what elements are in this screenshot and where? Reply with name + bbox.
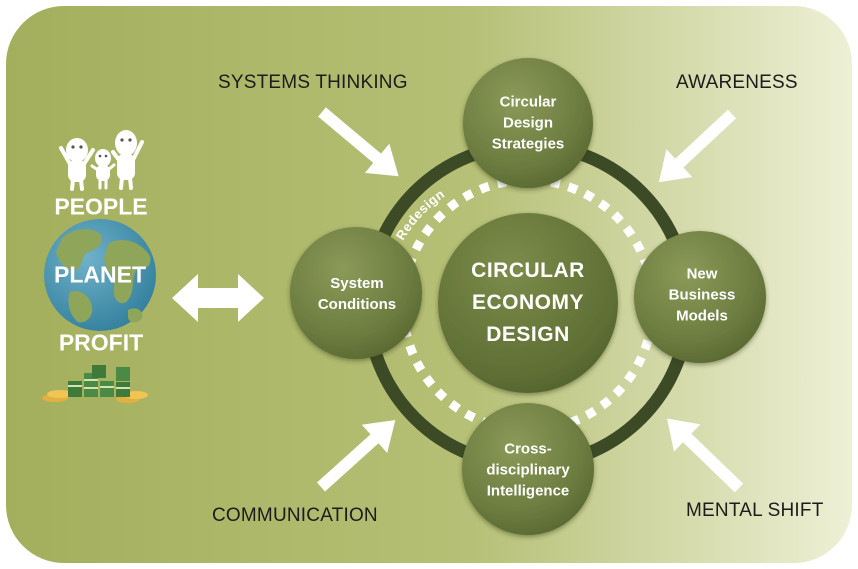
label-awareness: AWARENESS — [676, 72, 798, 93]
node-bottom-line-1: Cross- — [504, 440, 552, 458]
center-title-line-3: DESIGN — [486, 323, 570, 346]
node-top-text: Circular Design Strategies — [492, 92, 565, 155]
node-bottom-line-2: disciplinary — [486, 461, 570, 479]
globe-icon — [44, 219, 156, 331]
node-cross-disciplinary-intelligence — [462, 403, 594, 535]
center-title: CIRCULAR ECONOMY DESIGN — [471, 255, 585, 351]
label-mental-shift: MENTAL SHIFT — [686, 500, 824, 521]
node-right-line-3: Models — [676, 307, 728, 325]
planet-label: PLANET — [54, 261, 146, 288]
arrow-icon-mental-shift — [667, 418, 744, 493]
node-bottom-text: Cross- disciplinary Intelligence — [486, 439, 569, 502]
money-icon — [42, 365, 148, 403]
center-circle — [438, 213, 618, 393]
center-title-line-2: ECONOMY — [471, 291, 584, 314]
node-right-line-1: New — [686, 265, 718, 283]
arrow-icon-communication — [316, 420, 396, 492]
node-left-text: System Conditions — [318, 273, 396, 315]
node-left-line-2: Conditions — [317, 296, 397, 313]
node-bottom-line-3: Intelligence — [486, 482, 570, 500]
node-circular-design-strategies — [463, 58, 593, 188]
node-right-line-2: Business — [668, 286, 736, 304]
node-top-line-1: Circular — [499, 93, 557, 111]
arrow-icon-awareness — [658, 109, 737, 183]
node-top-line-3: Strategies — [491, 135, 565, 153]
center-title-line-1: CIRCULAR — [471, 259, 585, 282]
arrow-icon-systems-thinking — [318, 107, 399, 177]
node-new-business-models — [634, 231, 766, 363]
people-icon — [59, 130, 144, 191]
node-system-conditions — [290, 227, 422, 359]
label-systems-thinking: SYSTEMS THINKING — [218, 72, 408, 93]
node-right-text: New Business Models — [669, 264, 736, 327]
node-top-line-2: Design — [502, 114, 554, 132]
node-left-line-1: System — [330, 275, 384, 292]
profit-label: PROFIT — [58, 329, 144, 356]
people-label: PEOPLE — [54, 193, 148, 220]
label-communication: COMMUNICATION — [212, 505, 378, 526]
double-arrow-icon — [172, 274, 264, 322]
